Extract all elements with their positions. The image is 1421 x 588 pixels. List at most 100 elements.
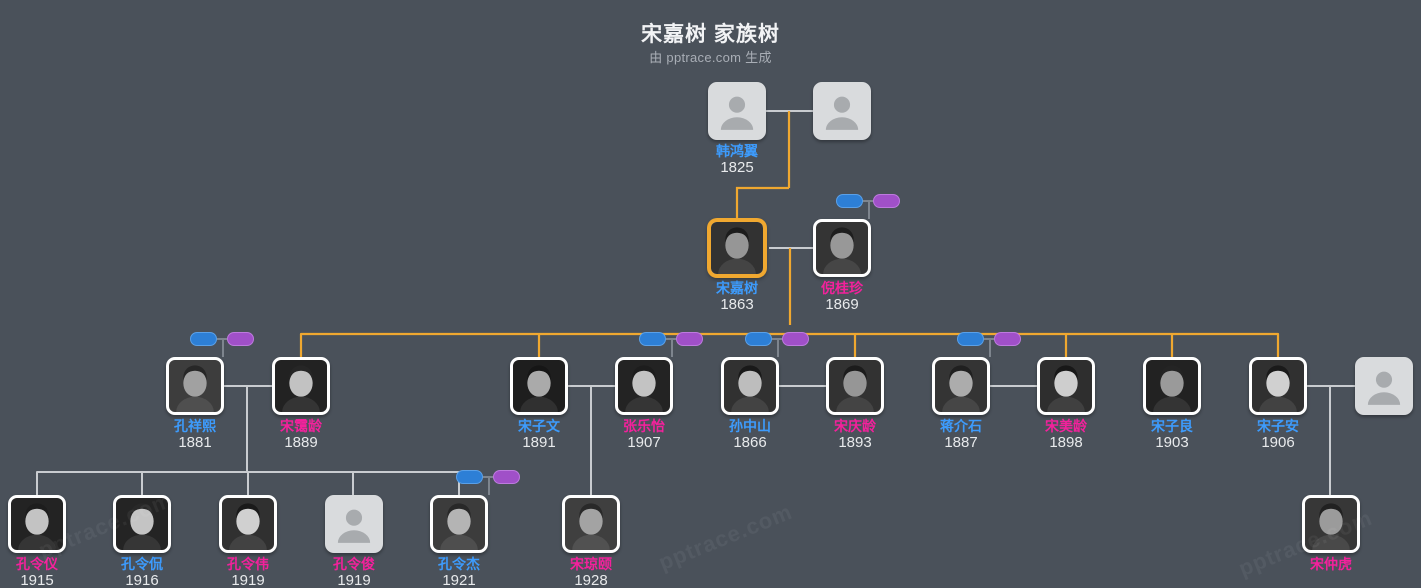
person-avatar-konglj[interactable] xyxy=(325,495,383,553)
person-name-songml: 宋美龄 xyxy=(1045,418,1087,434)
person-photo xyxy=(433,498,485,550)
person-node-songza_sp[interactable] xyxy=(1341,357,1421,418)
person-photo xyxy=(711,222,763,274)
person-photo xyxy=(816,222,868,274)
person-year-zhangly: 1907 xyxy=(627,434,661,451)
badge-male-pill[interactable] xyxy=(957,332,984,346)
person-name-han: 韩鸿翼 xyxy=(716,143,758,159)
person-avatar-niguiz[interactable] xyxy=(813,219,871,277)
badge-female-pill[interactable] xyxy=(676,332,703,346)
badge-male-pill[interactable] xyxy=(639,332,666,346)
person-avatar-konglyi[interactable] xyxy=(8,495,66,553)
badge-male-pill[interactable] xyxy=(456,470,483,484)
person-avatar-konglk[interactable] xyxy=(113,495,171,553)
watermark-text: pptrace.com xyxy=(655,498,796,576)
badge-male-pill[interactable] xyxy=(745,332,772,346)
person-avatar-sunzs[interactable] xyxy=(721,357,779,415)
badge-sunzs-songql[interactable] xyxy=(745,332,815,358)
person-photo xyxy=(724,360,776,412)
person-placeholder-icon xyxy=(711,85,763,137)
person-name-konglk: 孔令侃 xyxy=(121,556,163,572)
person-avatar-songzh[interactable] xyxy=(1302,495,1360,553)
badge-stem xyxy=(777,339,779,357)
person-name-songjs: 宋嘉树 xyxy=(716,280,758,296)
badge-male-pill[interactable] xyxy=(190,332,217,346)
person-avatar-han[interactable] xyxy=(708,82,766,140)
badge-male-pill[interactable] xyxy=(836,194,863,208)
person-photo xyxy=(1040,360,1092,412)
person-avatar-songzw[interactable] xyxy=(510,357,568,415)
person-year-sunzs: 1866 xyxy=(733,434,767,451)
person-year-songal: 1889 xyxy=(284,434,318,451)
person-name-konglw: 孔令伟 xyxy=(227,556,269,572)
person-photo xyxy=(169,360,221,412)
person-photo xyxy=(1146,360,1198,412)
person-avatar-songqy[interactable] xyxy=(562,495,620,553)
person-avatar-songza[interactable] xyxy=(1249,357,1307,415)
person-year-konglk: 1916 xyxy=(125,572,159,588)
person-year-songzw: 1891 xyxy=(522,434,556,451)
person-avatar-konglji[interactable] xyxy=(430,495,488,553)
badge-female-pill[interactable] xyxy=(873,194,900,208)
person-avatar-songza_sp[interactable] xyxy=(1355,357,1413,415)
person-photo xyxy=(1252,360,1304,412)
badge-jiangjs-songml[interactable] xyxy=(957,332,1027,358)
badge-female-pill[interactable] xyxy=(493,470,520,484)
person-name-niguiz: 倪桂珍 xyxy=(821,280,863,296)
person-name-songzw: 宋子文 xyxy=(518,418,560,434)
badge-kongxx-songal[interactable] xyxy=(190,332,260,358)
person-photo xyxy=(116,498,168,550)
badge-konglji[interactable] xyxy=(456,470,526,496)
person-year-jiangjs: 1887 xyxy=(944,434,978,451)
person-avatar-jiangjs[interactable] xyxy=(932,357,990,415)
person-name-konglj: 孔令俊 xyxy=(333,556,375,572)
person-year-konglyi: 1915 xyxy=(20,572,54,588)
person-name-zhangly: 张乐怡 xyxy=(623,418,665,434)
person-avatar-han_sp[interactable] xyxy=(813,82,871,140)
person-name-songql: 宋庆龄 xyxy=(834,418,876,434)
person-avatar-songzliang[interactable] xyxy=(1143,357,1201,415)
person-photo xyxy=(275,360,327,412)
person-avatar-songal[interactable] xyxy=(272,357,330,415)
person-node-songzh[interactable]: 宋仲虎 xyxy=(1288,495,1374,572)
person-year-songza: 1906 xyxy=(1261,434,1295,451)
badge-songzw-zhangly[interactable] xyxy=(639,332,709,358)
badge-stem xyxy=(868,201,870,219)
person-name-sunzs: 孙中山 xyxy=(729,418,771,434)
badge-female-pill[interactable] xyxy=(782,332,809,346)
person-avatar-kongxx[interactable] xyxy=(166,357,224,415)
person-node-han_sp[interactable] xyxy=(799,82,885,143)
badge-songjs-niguiz[interactable] xyxy=(836,194,906,220)
person-year-kongxx: 1881 xyxy=(178,434,212,451)
person-avatar-songjs[interactable] xyxy=(708,219,766,277)
person-avatar-songql[interactable] xyxy=(826,357,884,415)
badge-female-pill[interactable] xyxy=(227,332,254,346)
person-avatar-konglw[interactable] xyxy=(219,495,277,553)
badge-stem xyxy=(488,477,490,495)
badge-female-pill[interactable] xyxy=(994,332,1021,346)
person-avatar-songml[interactable] xyxy=(1037,357,1095,415)
page-title: 宋嘉树 家族树 xyxy=(641,23,780,46)
person-year-konglji: 1921 xyxy=(442,572,476,588)
person-avatar-zhangly[interactable] xyxy=(615,357,673,415)
